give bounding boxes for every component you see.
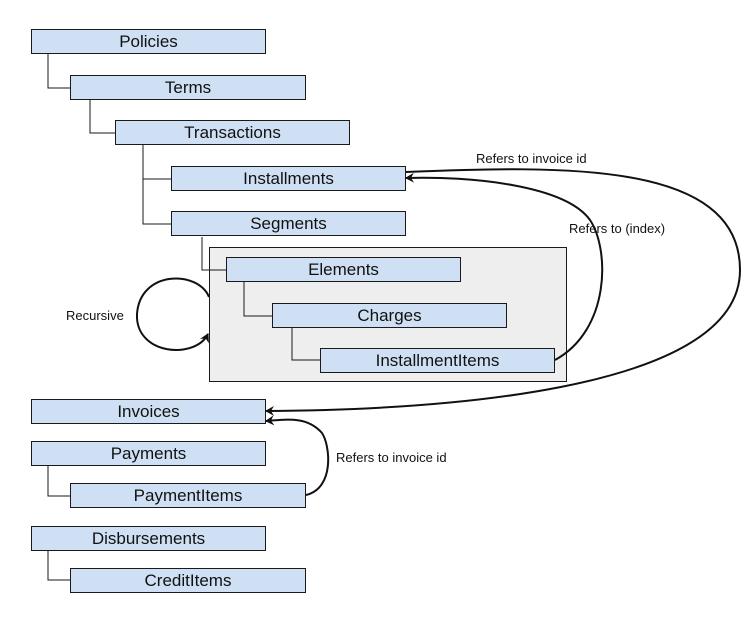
- arrow-installments-to-invoices: [265, 168, 742, 416]
- node-transactions[interactable]: Transactions: [115, 120, 350, 145]
- node-transactions-label: Transactions: [184, 122, 281, 142]
- node-installment-items-label: InstallmentItems: [375, 350, 500, 370]
- label-paymentitems-refers-invoice: Refers to invoice id: [336, 450, 447, 465]
- connector-policies-terms: [47, 54, 70, 89]
- connector-elements-charges: [243, 282, 272, 317]
- node-payment-items[interactable]: PaymentItems: [70, 483, 306, 508]
- connector-transactions-installments: [142, 145, 171, 180]
- connector-transactions-segments: [142, 179, 171, 225]
- connector-segments-elements: [201, 237, 226, 271]
- node-elements[interactable]: Elements: [226, 257, 461, 282]
- node-terms-label: Terms: [164, 77, 212, 97]
- connector-disbursements-credititems: [47, 551, 70, 581]
- node-charges-label: Charges: [357, 305, 422, 325]
- connector-payments-paymentitems: [47, 466, 70, 497]
- node-segments[interactable]: Segments: [171, 211, 406, 236]
- node-elements-label: Elements: [308, 259, 379, 279]
- label-installmentitems-refers-index: Refers to (index): [569, 221, 666, 236]
- node-installments[interactable]: Installments: [171, 166, 406, 191]
- connector-charges-installmentitems: [291, 328, 320, 361]
- node-invoices-label: Invoices: [117, 401, 180, 421]
- node-policies[interactable]: Policies: [31, 29, 266, 54]
- node-payments[interactable]: Payments: [31, 441, 266, 466]
- node-installment-items[interactable]: InstallmentItems: [320, 348, 555, 373]
- node-charges[interactable]: Charges: [272, 303, 507, 328]
- connector-terms-transactions: [89, 100, 115, 134]
- arrow-paymentitems-to-invoices: [265, 415, 330, 496]
- node-payment-items-label: PaymentItems: [133, 485, 243, 505]
- node-policies-label: Policies: [119, 31, 178, 51]
- node-payments-label: Payments: [110, 443, 187, 463]
- arrow-recursive-loop: [135, 277, 210, 351]
- node-credit-items[interactable]: CreditItems: [70, 568, 306, 593]
- node-terms[interactable]: Terms: [70, 75, 306, 100]
- label-recursive: Recursive: [66, 308, 124, 323]
- node-invoices[interactable]: Invoices: [31, 399, 266, 424]
- node-segments-label: Segments: [250, 213, 327, 233]
- node-credit-items-label: CreditItems: [144, 570, 232, 590]
- node-disbursements-label: Disbursements: [91, 528, 206, 548]
- label-installments-refers-invoice: Refers to invoice id: [476, 151, 587, 166]
- node-disbursements[interactable]: Disbursements: [31, 526, 266, 551]
- arrow-installmentitems-to-installments: [405, 172, 604, 361]
- node-installments-label: Installments: [243, 168, 334, 188]
